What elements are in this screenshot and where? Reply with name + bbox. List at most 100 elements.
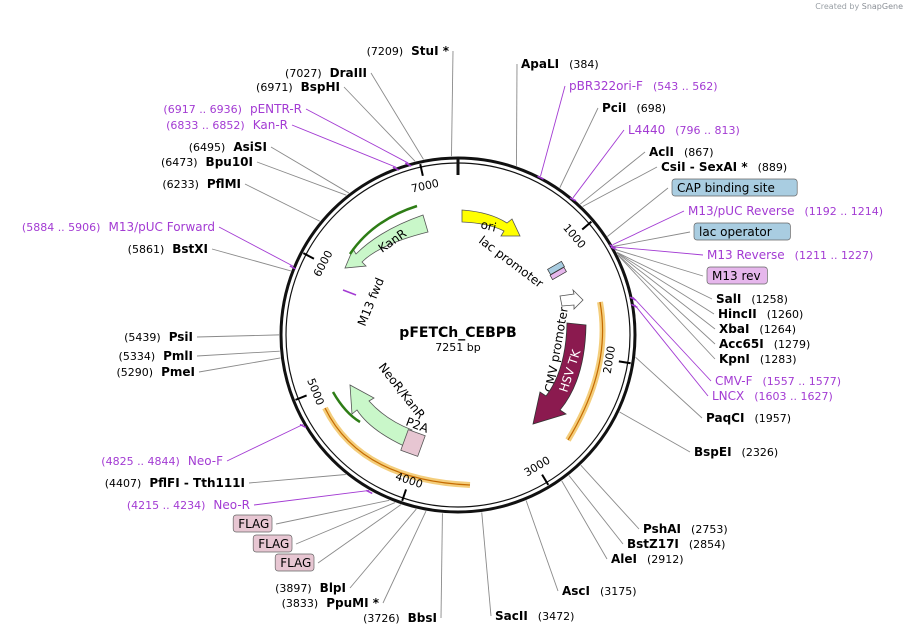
- leader-m13-puc-forward-l-8: [218, 226, 294, 267]
- pos-paqci-r-18: (1957): [754, 412, 791, 425]
- label-pmli-l-11: PmlI: [163, 349, 193, 363]
- tick-mark-6000: [302, 252, 315, 260]
- label-paqci-r-18: PaqCI: [706, 411, 744, 425]
- leader-pbr322ori-f-r-1: [540, 85, 566, 177]
- leader-alei-r-22: [561, 480, 608, 560]
- site-labels: ApaLI(384)pBR322ori-F(543 .. 562)PciI(69…: [22, 44, 883, 625]
- feature-cmv-arrow: [559, 288, 584, 310]
- tick-mark-3000: [541, 474, 550, 486]
- leader-apali-r-0: [516, 63, 518, 166]
- leader-flag-l-17: [295, 502, 396, 545]
- leader-lac-operator-r-8: [613, 231, 691, 247]
- leader-lines: [196, 50, 716, 619]
- feature-m13fwd-mark: [342, 289, 357, 296]
- leader-lncx-r-17: [634, 304, 709, 397]
- label-lac-operator-r-8: lac operator: [699, 225, 772, 239]
- leader-bsphi-l-2: [343, 86, 416, 162]
- leader-pcii-r-2: [559, 107, 599, 188]
- label-pbr322ori-f-r-1: pBR322ori-F: [569, 79, 643, 93]
- label-neo-r-l-15: Neo-R: [213, 498, 250, 512]
- label-pflfi-tth111i-l-14: PflFI - Tth111I: [149, 476, 245, 490]
- pos-sali-r-11: (1258): [751, 293, 788, 306]
- tick-label-5000: 5000: [304, 376, 326, 407]
- pos-hincii-r-12: (1260): [767, 308, 804, 321]
- label-blpi-l-19: BlpI: [320, 581, 346, 595]
- leader-sali-r-11: [616, 251, 713, 300]
- pos-bstxi-l-9: (5861): [128, 243, 165, 256]
- leader-m13-reverse-r-9: [613, 246, 704, 256]
- label-pflmi-l-7: PflMI: [207, 177, 241, 191]
- pos-pentr-r-l-3: (6917 .. 6936): [163, 103, 242, 116]
- label-sali-r-11: SalI: [716, 292, 741, 306]
- pos-pshai-r-20: (2753): [691, 523, 728, 536]
- pos-psii-l-10: (5439): [124, 331, 161, 344]
- primer-mark-pbr322ori-f-r-1: [537, 175, 544, 180]
- pos-bbsi-l-21: (3726): [363, 612, 400, 625]
- feature-arc-right-line: [567, 301, 604, 441]
- leader-bspei-r-19: [619, 411, 691, 453]
- pos-xbai-r-13: (1264): [759, 323, 796, 336]
- tick-label-3000: 3000: [522, 454, 553, 480]
- pos-m13-puc-forward-l-8: (5884 .. 5906): [22, 221, 101, 234]
- label-box-m13-rev-r-10: [706, 266, 768, 285]
- pos-kan-r-l-4: (6833 .. 6852): [166, 119, 245, 132]
- leader-csii-sexai-r-5: [582, 166, 658, 207]
- pos-stui-l-0: (7209): [367, 45, 404, 58]
- leader-cmv-f-r-16: [632, 296, 712, 382]
- pos-l4440-r-3: (796 .. 813): [675, 124, 740, 137]
- pos-sacii-r-24: (3472): [538, 610, 575, 623]
- pos-neo-f-l-13: (4825 .. 4844): [101, 455, 180, 468]
- leader-pmli-l-11: [196, 350, 280, 357]
- feature-neor-label: NeoR/KanR: [376, 360, 428, 421]
- label-flag-l-18: FLAG: [280, 556, 311, 570]
- leader-stui-l-0: [451, 50, 454, 157]
- label-psii-l-10: PsiI: [169, 330, 193, 344]
- leader-kpni-r-15: [618, 255, 716, 360]
- leader-pshai-r-20: [580, 464, 640, 530]
- feature-kanr: [344, 214, 429, 269]
- feature-neor-track: [331, 391, 361, 424]
- label-m13-puc-reverse-r-7: M13/pUC Reverse: [688, 204, 795, 218]
- label-bsphi-l-2: BspHI: [301, 80, 340, 94]
- pos-bstz17i-r-21: (2854): [689, 538, 726, 551]
- label-alei-r-22: AleI: [611, 552, 637, 566]
- leader-flag-l-16: [275, 499, 390, 525]
- primer-mark-l4440-r-3: [569, 197, 577, 202]
- tick-mark-4000: [401, 489, 407, 502]
- label-m13-rev-r-10: M13 rev: [712, 269, 761, 283]
- label-cmv-f-r-16: CMV-F: [715, 374, 753, 388]
- pos-asisi-l-5: (6495): [189, 141, 226, 154]
- label-pmei-l-12: PmeI: [161, 365, 195, 379]
- leader-bbsi-l-21: [440, 513, 443, 619]
- leader-asisi-l-5: [270, 146, 350, 194]
- label-box-flag-l-16: [232, 514, 273, 533]
- label-bstxi-l-9: BstXI: [172, 242, 208, 256]
- label-flag-l-17: FLAG: [258, 537, 289, 551]
- label-ppumi-l-20: PpuMI *: [326, 596, 380, 610]
- label-kpni-r-15: KpnI: [719, 352, 750, 366]
- tick-label-4000: 4000: [394, 470, 425, 491]
- snapgene-credit: Created by SnapGene: [815, 2, 903, 11]
- leader-bpu10i-l-6: [256, 161, 347, 196]
- pos-pflmi-l-7: (6233): [162, 178, 199, 191]
- primer-mark-lncx-r-17: [631, 303, 638, 309]
- leader-bstz17i-r-21: [568, 475, 624, 545]
- label-stui-l-0: StuI *: [411, 44, 450, 58]
- feature-hsvtk: [532, 322, 587, 425]
- feature-neor: [349, 384, 413, 447]
- leader-neo-f-l-13: [226, 424, 304, 462]
- plasmid-size: 7251 bp: [435, 341, 480, 354]
- feature-ori: [461, 209, 521, 237]
- pos-kpni-r-15: (1283): [760, 353, 797, 366]
- label-box-flag-l-17: [252, 534, 293, 553]
- pos-pbr322ori-f-r-1: (543 .. 562): [653, 80, 718, 93]
- plasmid-name: pFETCh_CEBPB: [399, 325, 516, 341]
- primer-mark-kan-r-l-4: [392, 166, 400, 171]
- pos-cmv-f-r-16: (1557 .. 1577): [762, 375, 841, 388]
- pos-asci-r-23: (3175): [600, 585, 637, 598]
- pos-draiii-l-1: (7027): [285, 67, 322, 80]
- leader-bstxi-l-9: [211, 248, 291, 272]
- label-m13-reverse-r-9: M13 Reverse: [707, 248, 785, 262]
- pos-neo-r-l-15: (4215 .. 4234): [127, 499, 206, 512]
